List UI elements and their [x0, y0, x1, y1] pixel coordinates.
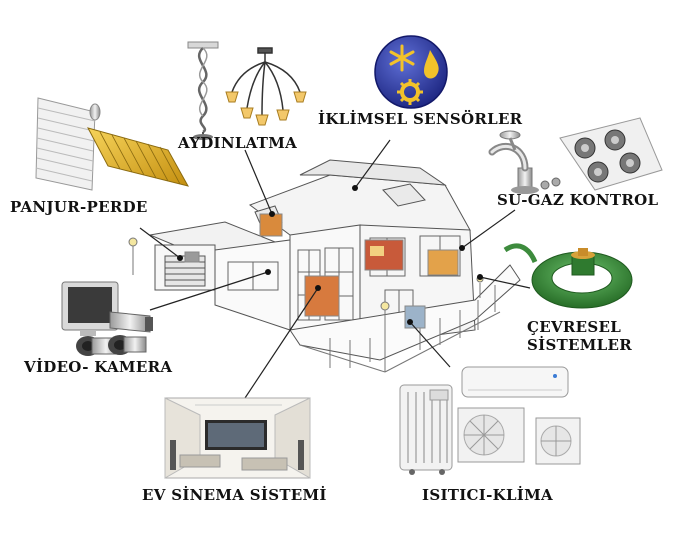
house-inset-images [184, 213, 459, 329]
label-su-gaz-kontrol: SU-GAZ KONTROL [497, 191, 659, 209]
floor-lamp-icon [187, 41, 219, 140]
connector-dots [177, 185, 483, 325]
label-ev-sinema-sistemi: EV SİNEMA SİSTEMİ [142, 486, 327, 504]
air-conditioner-icon [457, 366, 581, 465]
label-iklimsel-sensorler: İKLİMSEL SENSÖRLER [318, 110, 523, 128]
roller-shutter-icon [35, 97, 101, 191]
chandelier-icon [225, 47, 307, 126]
label-cevresel-sistemler: ÇEVRESEL SİSTEMLER [527, 318, 632, 354]
faucet-icon [488, 130, 539, 194]
label-cevresel-line2: SİSTEMLER [527, 336, 633, 354]
smart-house-icon [128, 159, 521, 373]
security-camera-icon [61, 281, 153, 356]
solar-panel-icon [87, 127, 189, 187]
climate-sensor-icon [374, 35, 448, 109]
label-cevresel-line1: ÇEVRESEL [527, 318, 622, 336]
label-isitici-klima: ISITICI-KLİMA [422, 486, 553, 504]
connector-lines [139, 139, 531, 399]
label-panjur-perde: PANJUR-PERDE [10, 198, 148, 216]
label-aydinlatma: AYDINLATMA [178, 134, 298, 152]
home-theater-icon [164, 397, 311, 479]
garden-sprinkler-icon [503, 243, 633, 309]
gas-stove-icon [540, 117, 663, 191]
label-video-kamera: VİDEO- KAMERA [24, 358, 173, 376]
oil-heater-icon [399, 384, 453, 475]
